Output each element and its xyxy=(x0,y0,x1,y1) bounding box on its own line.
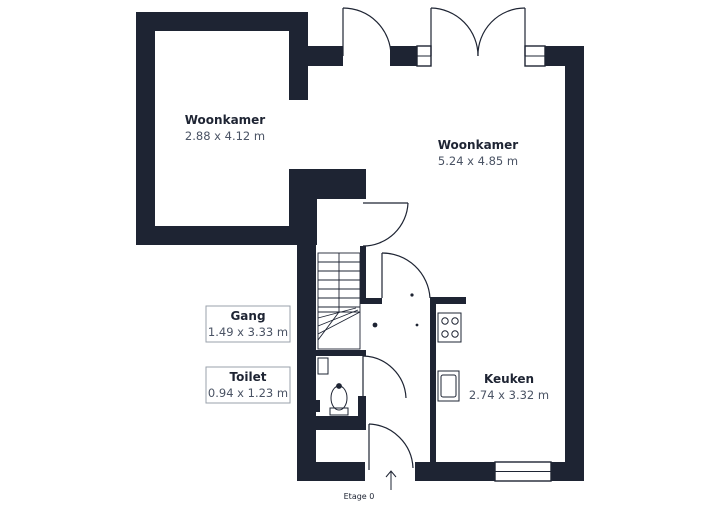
entrance-arrow-icon xyxy=(385,470,397,490)
wall-toilet-bottom xyxy=(316,416,366,430)
fixture-dots xyxy=(316,293,419,412)
door-swing-icon xyxy=(342,7,392,57)
wall-left-wing-bottom xyxy=(136,226,301,245)
small-sink-icon xyxy=(317,357,329,375)
room-dimensions: 0.94 x 1.23 m xyxy=(208,386,288,400)
wall-top-segment-2 xyxy=(390,46,417,66)
wall-left-wing-top xyxy=(136,12,308,31)
walls xyxy=(136,12,584,481)
wall-hall-top xyxy=(289,169,366,199)
wall-hall-partition-mid xyxy=(360,298,382,304)
wall-top-segment-1 xyxy=(289,46,343,66)
room-woonkamer-main: Woonkamer 5.24 x 4.85 m xyxy=(438,138,519,168)
toilet-icon xyxy=(329,383,349,416)
room-dimensions: 2.88 x 4.12 m xyxy=(185,129,265,143)
room-name: Toilet xyxy=(230,370,267,384)
door-swing-icon xyxy=(362,355,407,399)
wall-hall-partition-upper xyxy=(360,246,366,304)
room-name: Gang xyxy=(230,309,265,323)
wall-toilet-top xyxy=(316,350,366,356)
door-swing-icon xyxy=(362,202,409,247)
doors xyxy=(342,7,526,470)
room-keuken: Keuken 2.74 x 3.32 m xyxy=(469,372,549,402)
wall-hall-partition-lower xyxy=(358,396,366,426)
door-swing-icon xyxy=(381,252,431,299)
room-dimensions: 1.49 x 3.33 m xyxy=(208,325,288,339)
wall-left-wing-left xyxy=(136,12,155,245)
room-dimensions: 2.74 x 3.32 m xyxy=(469,388,549,402)
stairs-icon xyxy=(317,252,361,350)
wall-kitchen-top xyxy=(430,297,466,304)
floor-label: Etage 0 xyxy=(344,492,375,501)
room-woonkamer-left: Woonkamer 2.88 x 4.12 m xyxy=(185,113,266,143)
windows xyxy=(416,45,552,482)
room-name: Keuken xyxy=(484,372,534,386)
wall-hall-left xyxy=(297,169,316,481)
wall-right xyxy=(565,46,584,481)
room-name: Woonkamer xyxy=(438,138,519,152)
tag-gang: Gang 1.49 x 3.33 m xyxy=(205,305,291,343)
room-dimensions: 5.24 x 4.85 m xyxy=(438,154,518,168)
stove-icon xyxy=(437,312,462,343)
window-lines xyxy=(417,55,551,472)
door-swing-icon xyxy=(368,423,414,470)
room-name: Woonkamer xyxy=(185,113,266,127)
wall-kitchen-left xyxy=(430,297,436,463)
sink-icon xyxy=(437,370,460,402)
tag-toilet: Toilet 0.94 x 1.23 m xyxy=(205,366,291,404)
door-swing-icon xyxy=(430,7,526,57)
